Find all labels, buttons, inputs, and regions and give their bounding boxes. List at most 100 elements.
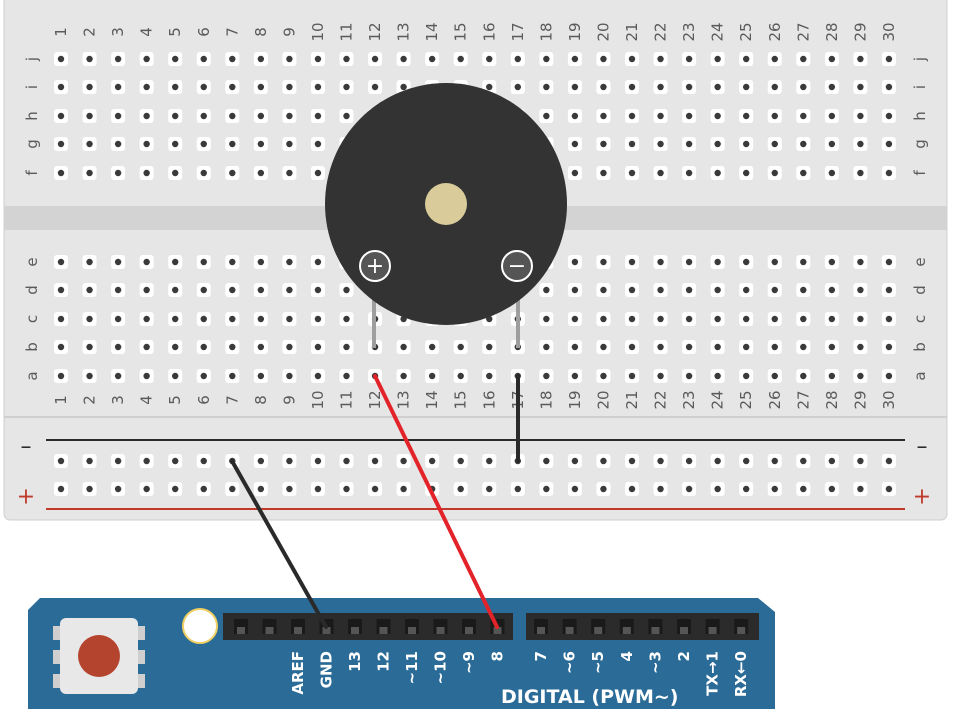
breadboard-hole	[857, 286, 864, 294]
rail-hole	[885, 485, 893, 493]
digital-label: DIGITAL (PWM~)	[501, 686, 679, 708]
breadboard-hole	[257, 169, 265, 177]
breadboard-hole	[828, 315, 836, 323]
pin-label: 7	[532, 651, 550, 661]
breadboard-hole	[828, 55, 836, 63]
pin-label: 4	[618, 651, 636, 661]
breadboard-hole	[343, 372, 350, 380]
rail-hole	[543, 485, 550, 493]
rail-hole	[314, 457, 322, 465]
header-pin	[651, 627, 660, 634]
rail-hole	[685, 457, 693, 465]
header-pin	[322, 627, 331, 634]
breadboard-hole	[229, 55, 236, 63]
rail-hole	[714, 485, 721, 493]
breadboard-hole	[172, 169, 179, 177]
breadboard-hole	[857, 343, 864, 351]
breadboard-hole	[486, 343, 493, 351]
breadboard-hole	[885, 372, 893, 380]
breadboard-hole	[57, 286, 65, 294]
rail-hole	[400, 457, 407, 465]
breadboard-hole	[371, 83, 379, 91]
row-letter: j	[23, 57, 41, 62]
breadboard-hole	[486, 372, 493, 380]
breadboard-hole	[800, 343, 807, 351]
breadboard-hole	[86, 372, 93, 380]
row-letter: a	[911, 371, 929, 380]
column-number: 9	[280, 395, 298, 405]
breadboard-hole	[143, 55, 150, 63]
minus-rail-label: –	[21, 435, 32, 460]
breadboard-hole	[486, 55, 493, 63]
reset-button-clip	[138, 650, 145, 664]
row-letter: g	[911, 139, 929, 149]
breadboard-hole	[314, 315, 322, 323]
breadboard-hole	[885, 55, 893, 63]
breadboard-hole	[143, 83, 150, 91]
rail-hole	[457, 485, 464, 493]
breadboard-hole	[628, 343, 636, 351]
rail-hole	[600, 485, 607, 493]
breadboard-hole	[200, 140, 207, 148]
rail-hole	[86, 457, 93, 465]
column-number: 23	[680, 390, 698, 409]
rail-hole	[257, 485, 265, 493]
column-number: 25	[737, 22, 755, 41]
column-number: 29	[851, 22, 869, 41]
breadboard-hole	[828, 258, 836, 266]
reset-button-clip	[138, 674, 145, 688]
column-number: 9	[280, 27, 298, 37]
column-number: 5	[166, 395, 184, 405]
breadboard-hole	[172, 258, 179, 266]
breadboard-hole	[200, 343, 207, 351]
breadboard-hole	[229, 315, 236, 323]
breadboard-hole	[857, 258, 864, 266]
black-wire-gnd[interactable]	[230, 459, 328, 629]
breadboard-hole	[57, 112, 65, 120]
rail-hole	[371, 485, 379, 493]
breadboard-hole	[86, 343, 93, 351]
row-letter: f	[911, 170, 929, 176]
breadboard-hole	[828, 112, 836, 120]
breadboard-hole	[57, 315, 65, 323]
breadboard-hole	[685, 83, 693, 91]
row-letter: f	[23, 170, 41, 176]
header-pin	[622, 627, 631, 634]
reset-button[interactable]	[78, 635, 120, 677]
column-number: 19	[566, 22, 584, 41]
column-number: 25	[737, 390, 755, 409]
header-pin	[565, 627, 574, 634]
breadboard-hole	[257, 55, 265, 63]
breadboard-hole	[743, 343, 750, 351]
breadboard-hole	[571, 112, 579, 120]
rail-hole	[200, 485, 207, 493]
mounting-hole	[182, 608, 218, 644]
row-letter: i	[23, 85, 41, 89]
breadboard-hole	[200, 83, 207, 91]
breadboard-hole	[114, 112, 122, 120]
rail-hole	[543, 457, 550, 465]
column-number: 23	[680, 22, 698, 41]
breadboard-hole	[343, 55, 350, 63]
breadboard-hole	[114, 83, 122, 91]
piezo-buzzer[interactable]: + −	[325, 83, 567, 325]
breadboard-hole	[571, 258, 579, 266]
breadboard-hole	[714, 343, 721, 351]
rail-hole	[714, 457, 721, 465]
red-wire-pin8[interactable]	[373, 374, 499, 629]
header-pin	[408, 627, 416, 634]
breadboard-hole	[685, 315, 693, 323]
breadboard-hole	[571, 140, 579, 148]
breadboard-hole	[143, 343, 150, 351]
column-number: 22	[652, 390, 670, 409]
breadboard-hole	[400, 343, 407, 351]
pin-label: ~5	[589, 651, 607, 674]
breadboard-hole	[314, 140, 322, 148]
breadboard-hole	[885, 315, 893, 323]
rail-hole	[571, 485, 579, 493]
buzzer-center	[425, 183, 467, 225]
header-pin	[680, 627, 688, 634]
breadboard-hole	[314, 258, 322, 266]
column-number: 4	[138, 27, 156, 37]
